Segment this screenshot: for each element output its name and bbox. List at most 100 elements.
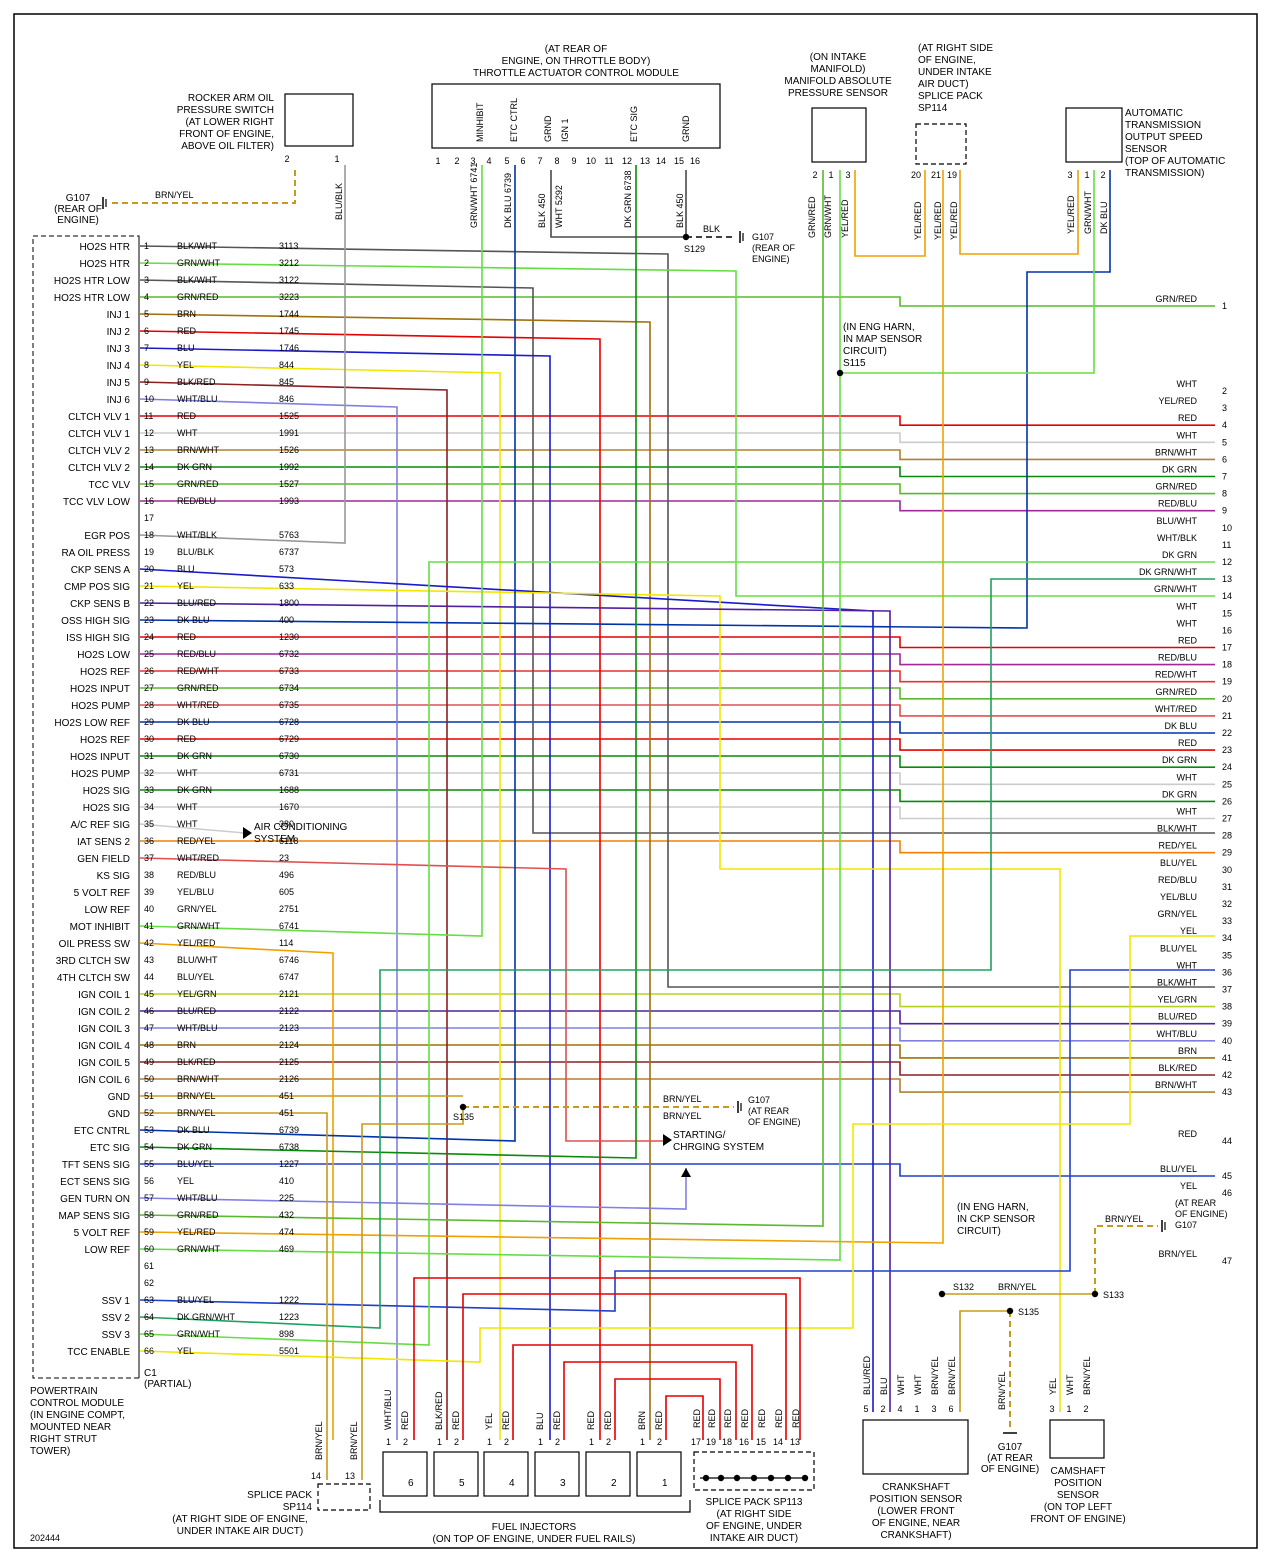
right-connector-pin: 5 [1222, 437, 1227, 447]
pcm-pin-function: SSV 3 [102, 1330, 131, 1341]
right-connector-pin: 1 [1222, 301, 1227, 311]
right-connector-pin: 35 [1222, 950, 1232, 960]
pcm-circuit-number: 225 [279, 1193, 294, 1203]
sp114-title: AIR DUCT) [918, 79, 969, 90]
splice-s129 [682, 233, 690, 241]
tac-wire-label: WHT 5292 [554, 185, 564, 228]
tac-internal-label: GRND [543, 115, 553, 142]
sp113-title: (AT RIGHT SIDE [716, 1509, 791, 1520]
pcm-pin-function: HO2S REF [80, 735, 130, 746]
right-connector-wire-color: GRN/WHT [1154, 584, 1197, 594]
pcm-title: TOWER) [30, 1446, 70, 1457]
pcm-pin-number: 24 [144, 632, 154, 642]
wire-color-label: GRN/RED [807, 196, 817, 238]
pcm-to-connector-wire [140, 1027, 1215, 1042]
pcm-to-connector-wire [140, 296, 1215, 307]
pcm-wire-color: YEL [177, 1176, 194, 1186]
injector-number: 5 [459, 1478, 465, 1489]
right-connector-wire-color: GRN/RED [1155, 482, 1197, 492]
pcm-circuit-number: 114 [279, 938, 293, 948]
sp113-splice-dot [702, 1474, 710, 1482]
pcm-pin-number: 17 [144, 513, 154, 523]
cmp-title: POSITION [1054, 1478, 1102, 1489]
pcm-pin-function: A/C REF SIG [71, 820, 131, 831]
pcm-pin-function: CLTCH VLV 2 [68, 446, 130, 457]
pcm-pin-number: 64 [144, 1312, 154, 1322]
pcm-circuit-number: 1527 [279, 479, 299, 489]
wire-color-label: RED [603, 1410, 613, 1430]
pcm-wire-color: BLU/RED [177, 1006, 217, 1016]
pcm-wire-color: WHT [177, 819, 198, 829]
pcm-wire-color: BLK/WHT [177, 275, 218, 285]
pcm-circuit-number: 2124 [279, 1040, 299, 1050]
tac-pin-number: 1 [435, 156, 440, 166]
injector-pin: 2 [555, 1437, 560, 1447]
right-connector-wire-color: DK GRN [1162, 465, 1197, 475]
wire-color-label: BRN/YEL [314, 1421, 324, 1460]
pcm-to-connector-wire [140, 840, 1215, 854]
pcm-pin-function: MOT INHIBIT [70, 922, 130, 933]
pcm-pin-function: TFT SENS SIG [62, 1160, 130, 1171]
pcm-pin-number: 3 [144, 275, 149, 285]
wire-color-label: BRN [637, 1411, 647, 1430]
pcm-wire-color: WHT/BLU [177, 1193, 218, 1203]
pcm-pin-number: 33 [144, 785, 154, 795]
tac-pin-number: 2 [454, 156, 459, 166]
pcm-pin-number: 45 [144, 989, 154, 999]
pcm-to-connector-wire [140, 636, 1215, 649]
pcm-circuit-number: 3113 [279, 241, 298, 251]
pcm-circuit-number: 605 [279, 887, 294, 897]
pcm-pin-number: 28 [144, 700, 154, 710]
pcm-pin-number: 62 [144, 1278, 154, 1288]
tac-pin-number: 10 [586, 156, 596, 166]
pcm-wire-color: WHT/RED [177, 700, 219, 710]
right-connector-wire-color: YEL [1180, 1181, 1197, 1191]
pcm-wire-color: DK BLU [177, 1125, 210, 1135]
pcm-wire-color: RED [177, 734, 197, 744]
pcm-circuit-number: 1800 [279, 598, 299, 608]
wire-color-label: DK BLU [1099, 201, 1109, 234]
ground-label: (REAR OF [54, 204, 102, 215]
pcm-to-connector-wire [140, 789, 1215, 803]
injector-number: 6 [408, 1478, 414, 1489]
wire-color-label: RED [791, 1408, 801, 1428]
wire-color-label: RED [586, 1410, 596, 1430]
pcm-circuit-number: 1746 [279, 343, 299, 353]
pcm-harness-wire [139, 568, 874, 1412]
wire-color-label: BLU/RED [862, 1355, 872, 1395]
pcm-wire-color: BRN [177, 1040, 196, 1050]
tac-internal-label: IGN 1 [560, 118, 570, 142]
pcm-wire-color: GRN/WHT [177, 1244, 220, 1254]
right-connector-pin: 30 [1222, 865, 1232, 875]
right-connector-pin: 18 [1222, 660, 1232, 670]
right-connector-wire-color: BLK/WHT [1157, 824, 1198, 834]
pcm-pin-number: 23 [144, 615, 154, 625]
pcm-pin-number: 15 [144, 479, 154, 489]
pcm-wire-color: BLK/WHT [177, 241, 218, 251]
pcm-circuit-number: 573 [279, 564, 294, 574]
pcm-wire-color: GRN/RED [177, 683, 219, 693]
pcm-pin-function: GEN TURN ON [60, 1194, 130, 1205]
sp114-bottom-title: SP114 [283, 1502, 313, 1513]
map-title: MANIFOLD) [811, 64, 866, 75]
pcm-pin-function: ETC CNTRL [74, 1126, 131, 1137]
pcm-circuit-number: 1992 [279, 462, 299, 472]
pcm-pin-number: 14 [144, 462, 154, 472]
pcm-pin-function: CMP POS SIG [64, 582, 130, 593]
tac-wire-label: DK GRN 6738 [623, 170, 633, 228]
wire-color-label: BRN/YEL [1105, 1214, 1144, 1224]
pcm-wire-color: BLU/YEL [177, 972, 214, 982]
tac-title: (AT REAR OF [545, 44, 607, 55]
diagram-border [13, 13, 1258, 1549]
wire-color-label: RED [654, 1410, 664, 1430]
wire-color-label: WHT/BLU [383, 1390, 393, 1431]
pcm-circuit-number: 898 [279, 1329, 294, 1339]
oss-pin: 3 [1067, 170, 1072, 180]
pcm-pin-function: 5 VOLT REF [74, 888, 130, 899]
pcm-circuit-number: 6733 [279, 666, 299, 676]
right-connector-pin: 41 [1222, 1053, 1232, 1063]
cmp-pin: 2 [1083, 1404, 1088, 1414]
pcm-pin-number: 61 [144, 1261, 154, 1271]
cmp-pin: 1 [1066, 1404, 1071, 1414]
